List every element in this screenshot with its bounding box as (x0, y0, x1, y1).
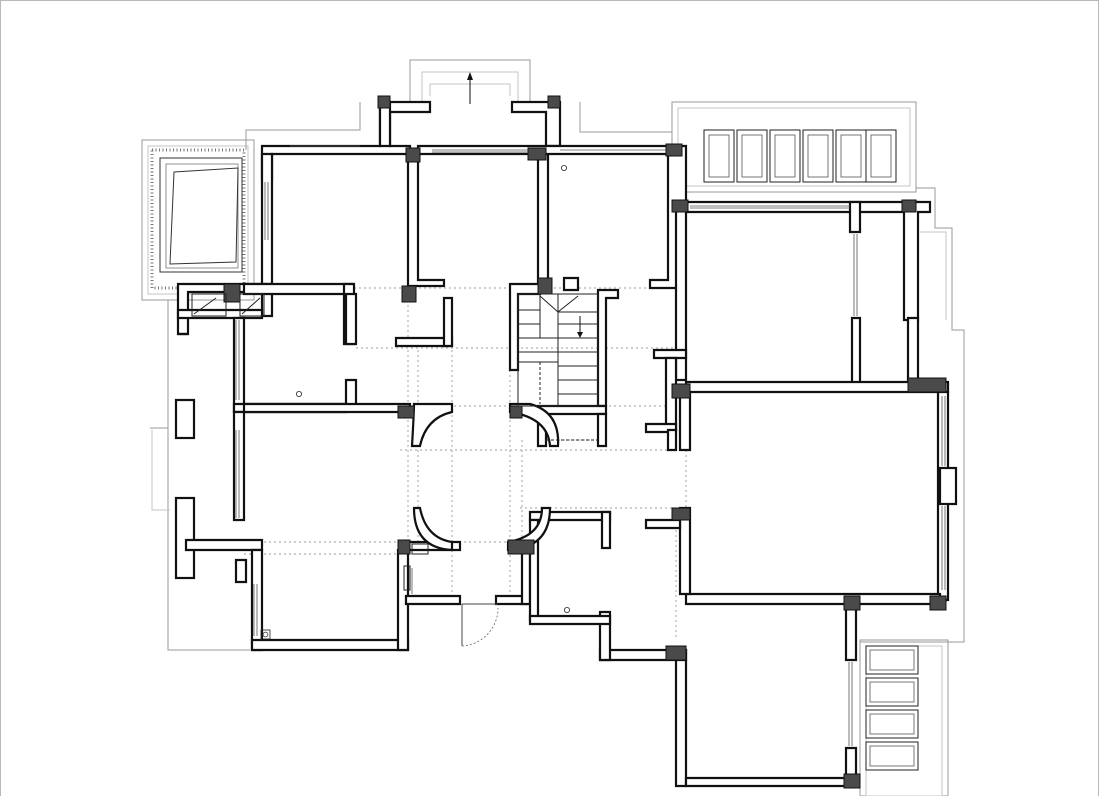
stair-direction-arrow (577, 332, 583, 338)
column (397, 539, 411, 555)
column (929, 595, 947, 611)
column (901, 199, 917, 213)
column (907, 377, 947, 393)
walls (174, 100, 958, 788)
column (377, 95, 391, 109)
planter-boxes (703, 129, 897, 183)
column (223, 283, 241, 303)
column (843, 595, 861, 611)
floor-drain-icon (561, 164, 568, 171)
structural-columns (223, 95, 947, 789)
utility-icon (260, 629, 271, 640)
pool-deck (150, 148, 246, 290)
north-arrow (467, 72, 473, 104)
floor-drain-icon (564, 607, 571, 614)
column (401, 285, 417, 303)
beam-lines (244, 160, 690, 640)
balcony-planters (865, 645, 919, 771)
entry-door (461, 603, 499, 647)
floor-drains (260, 164, 571, 640)
column (397, 405, 415, 419)
windows (235, 145, 946, 746)
column (547, 95, 561, 109)
column (665, 645, 687, 661)
column (671, 383, 691, 399)
column (509, 405, 523, 419)
closets (191, 293, 265, 317)
column (665, 143, 683, 157)
column (507, 539, 535, 555)
column (537, 277, 553, 295)
staircase (517, 293, 599, 441)
column (671, 199, 689, 213)
column (405, 147, 421, 163)
column (671, 507, 691, 521)
column (843, 773, 861, 789)
column (527, 147, 547, 161)
bath-fixtures (403, 543, 429, 591)
floor-drain-icon (295, 390, 302, 397)
